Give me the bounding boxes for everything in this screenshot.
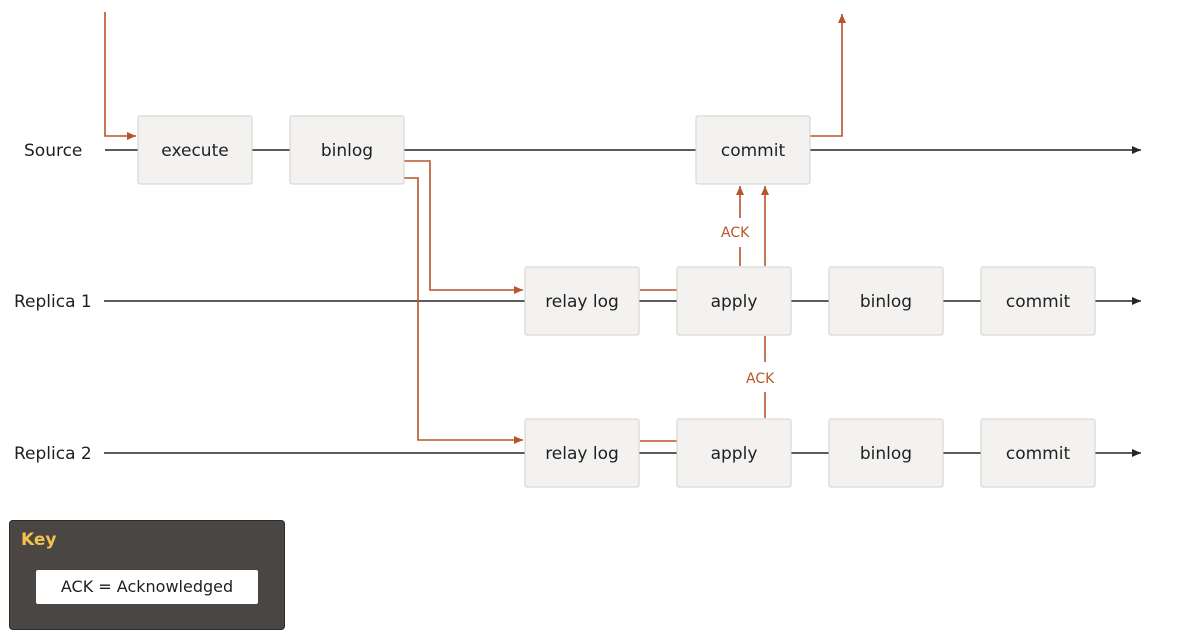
commit-return-arrow: [810, 14, 846, 137]
key-title: Key: [21, 530, 57, 550]
incoming-transaction-arrow: [104, 12, 136, 140]
svg-text:relay log: relay log: [545, 444, 619, 464]
ack-label-replica1: ACK: [721, 225, 750, 241]
key-legend: Key ACK = Acknowledged: [9, 520, 285, 630]
replica1-apply-box: apply: [676, 266, 792, 336]
svg-text:commit: commit: [1006, 292, 1071, 312]
binlog-to-replica2-arrow: [404, 177, 523, 444]
source-execute-box: execute: [137, 115, 253, 185]
svg-text:binlog: binlog: [860, 444, 912, 464]
svg-text:apply: apply: [711, 444, 758, 464]
replica1-commit-box: commit: [980, 266, 1096, 336]
svg-text:binlog: binlog: [321, 141, 373, 161]
binlog-to-replica1-arrow: [404, 160, 523, 294]
replica2-apply-box: apply: [676, 418, 792, 488]
replica2-binlog-box: binlog: [828, 418, 944, 488]
svg-text:commit: commit: [721, 141, 786, 161]
svg-text:apply: apply: [711, 292, 758, 312]
source-commit-box: commit: [695, 115, 811, 185]
ack-label-replica2: ACK: [746, 371, 775, 387]
replica2-commit-box: commit: [980, 418, 1096, 488]
source-binlog-box: binlog: [289, 115, 405, 185]
key-entry-ack: ACK = Acknowledged: [36, 570, 258, 604]
lane-label-source: Source: [24, 141, 82, 161]
lane-label-replica-1: Replica 1: [14, 292, 92, 312]
svg-text:commit: commit: [1006, 444, 1071, 464]
svg-text:binlog: binlog: [860, 292, 912, 312]
svg-text:relay log: relay log: [545, 292, 619, 312]
replica1-binlog-box: binlog: [828, 266, 944, 336]
svg-text:execute: execute: [161, 141, 228, 161]
replica1-relay-log-box: relay log: [524, 266, 640, 336]
replica2-relay-log-box: relay log: [524, 418, 640, 488]
lane-label-replica-2: Replica 2: [14, 444, 92, 464]
